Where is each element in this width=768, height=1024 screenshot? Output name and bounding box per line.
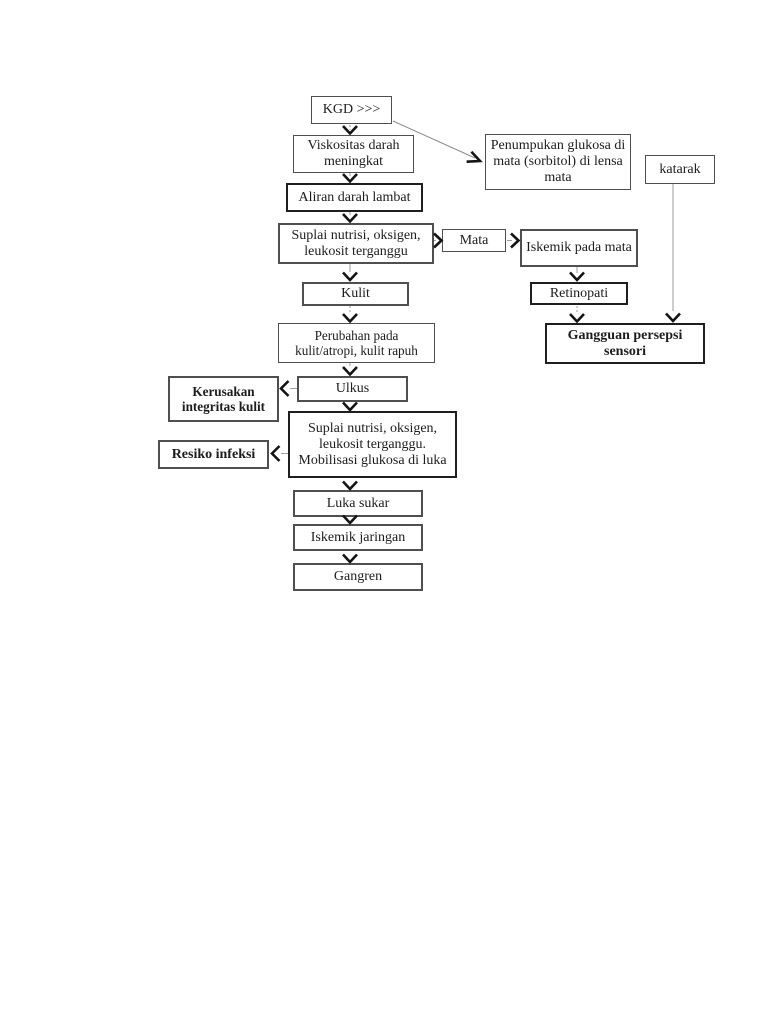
arrow-aliran-to-suplai1	[342, 212, 358, 224]
node-iskemik-jaringan: Iskemik jaringan	[293, 524, 423, 551]
arrow-katarak-to-gangguan	[665, 184, 681, 323]
node-iskemik-pada-mata: Iskemik pada mata	[520, 229, 638, 267]
arrow-iskemik-jaringan-to-gangren	[342, 553, 358, 564]
node-gangguan-persepsi-sensori: Gangguan persepsi sensori	[545, 323, 705, 364]
node-ulkus: Ulkus	[297, 376, 408, 402]
node-gangren: Gangren	[293, 563, 423, 591]
node-suplai-nutrisi-1: Suplai nutrisi, oksigen, leukosit tergan…	[278, 223, 434, 264]
arrow-iskemik-mata-to-retinopati	[569, 267, 585, 282]
node-katarak: katarak	[645, 155, 715, 184]
arrow-ulkus-to-suplai2	[342, 401, 358, 412]
node-kgd: KGD >>>	[311, 96, 392, 124]
arrow-kulit-to-perubahan	[342, 306, 358, 324]
node-luka-sukar: Luka sukar	[293, 490, 423, 517]
node-kulit: Kulit	[302, 282, 409, 306]
node-kerusakan-integritas-kulit: Kerusakan integritas kulit	[168, 376, 279, 422]
arrow-mata-to-iskemik-mata	[507, 232, 521, 249]
arrow-perubahan-to-ulkus	[342, 363, 358, 377]
arrow-retinopati-to-gangguan	[569, 306, 585, 324]
node-retinopati: Retinopati	[530, 282, 628, 305]
node-resiko-infeksi: Resiko infeksi	[158, 440, 269, 469]
node-perubahan-kulit: Perubahan pada kulit/atropi, kulit rapuh	[278, 323, 435, 363]
node-suplai-nutrisi-2: Suplai nutrisi, oksigen, leukosit tergan…	[288, 411, 457, 478]
node-viskositas-darah: Viskositas darah meningkat	[293, 135, 414, 173]
node-penumpukan-glukosa: Penumpukan glukosa di mata (sorbitol) di…	[485, 134, 631, 190]
arrow-suplai1-to-mata	[433, 232, 444, 249]
arrow-suplai2-to-luka-sukar	[342, 480, 358, 491]
arrow-ulkus-to-kerusakan	[279, 380, 297, 397]
arrow-kgd-to-viskositas	[342, 125, 358, 136]
node-aliran-darah: Aliran darah lambat	[286, 183, 423, 212]
arrow-suplai1-to-kulit	[342, 264, 358, 282]
arrow-viskositas-to-aliran	[342, 173, 358, 184]
node-mata: Mata	[442, 229, 506, 252]
arrow-suplai2-to-resiko	[270, 445, 288, 462]
